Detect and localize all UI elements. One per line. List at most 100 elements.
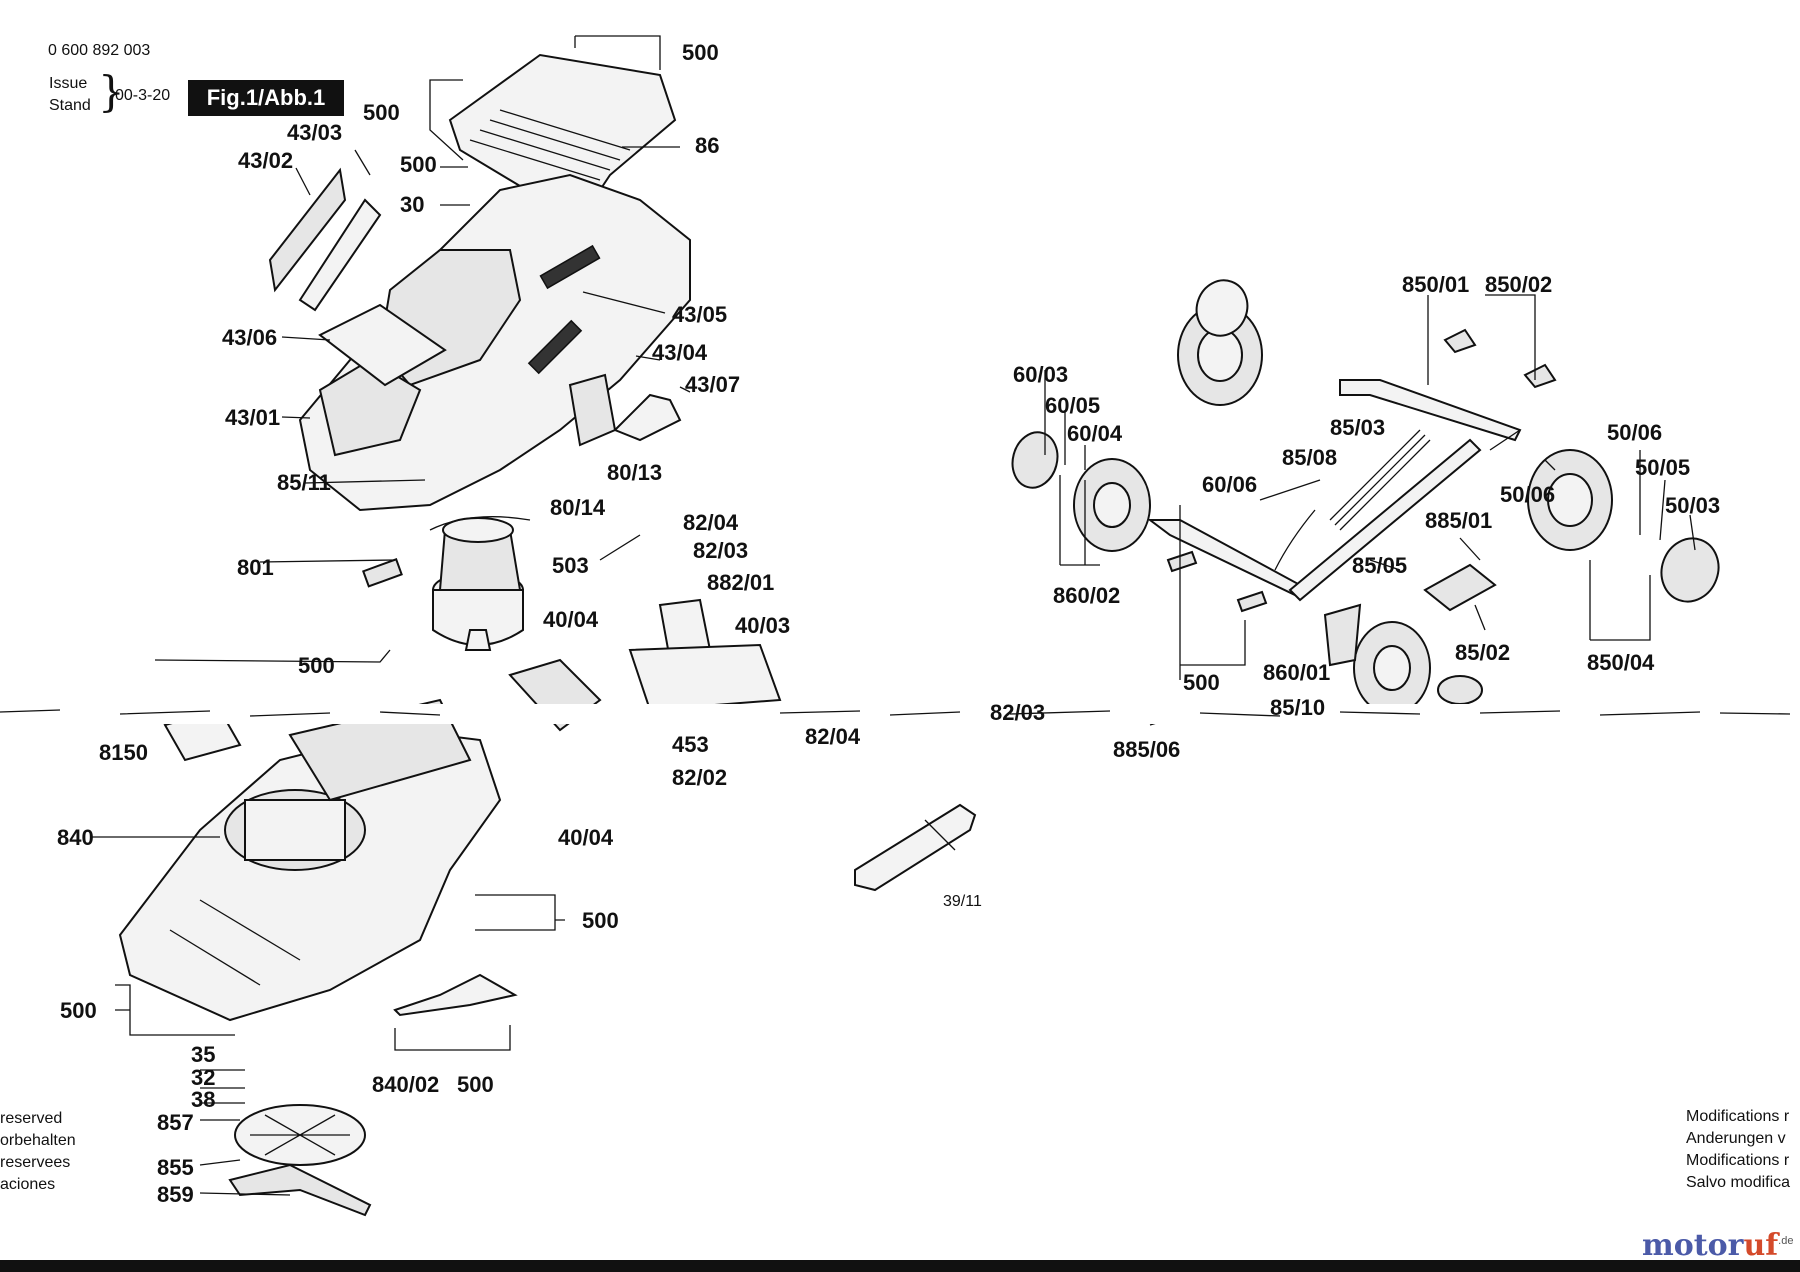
watermark-logo: motoruf.de: [1642, 1228, 1793, 1263]
notice-left-2: orbehalten: [0, 1132, 76, 1149]
callout-500-deck-left: 500: [60, 998, 97, 1023]
callout-801: 801: [237, 555, 274, 580]
issue-label: Issue: [49, 75, 88, 92]
notice-left-1: reserved: [0, 1110, 63, 1127]
callout-40-04-lower: 40/04: [558, 825, 614, 850]
callout-86: 86: [695, 133, 719, 158]
top-cover-86: [448, 53, 677, 212]
callout-855: 855: [157, 1155, 194, 1180]
callout-500-deflector: 500: [457, 1072, 494, 1097]
wheel-rear-left: [1073, 458, 1151, 552]
callout-82-02: 82/02: [672, 765, 727, 790]
callout-43-04: 43/04: [652, 340, 708, 365]
axle-850: [1339, 379, 1522, 442]
spring-85-03: [1329, 429, 1431, 531]
motor-801: [362, 516, 531, 651]
callout-500-wheels: 500: [1183, 670, 1220, 695]
watermark-part2: uf: [1743, 1228, 1779, 1263]
callout-30: 30: [400, 192, 424, 217]
callout-840: 840: [57, 825, 94, 850]
watermark-part1: motor: [1642, 1228, 1744, 1263]
hubcap-left-top: [1195, 279, 1249, 337]
scan-glitch-band: [0, 704, 1800, 724]
fan-857: [234, 1104, 366, 1166]
callout-85-03: 85/03: [1330, 415, 1385, 440]
callout-43-01: 43/01: [225, 405, 280, 430]
bracket-40-03: [628, 643, 782, 712]
callout-38: 38: [191, 1087, 215, 1112]
wire-85-08: [1274, 509, 1316, 571]
callout-850-02: 850/02: [1485, 272, 1552, 297]
callout-860-01: 860/01: [1263, 660, 1330, 685]
notice-right-2: Anderungen v: [1686, 1130, 1786, 1147]
callout-43-06: 43/06: [222, 325, 277, 350]
callout-840-02: 840/02: [372, 1072, 439, 1097]
callout-82-04: 82/04: [683, 510, 739, 535]
clip-850-01: [1443, 328, 1477, 354]
callout-80-13: 80/13: [607, 460, 662, 485]
callout-40-03: 40/03: [735, 613, 790, 638]
notice-left-4: aciones: [0, 1176, 56, 1193]
notice-left-3: reservees: [0, 1154, 71, 1171]
callout-859: 859: [157, 1182, 194, 1207]
stand-label: Stand: [49, 97, 91, 114]
callout-43-05: 43/05: [672, 302, 727, 327]
issue-date: 00-3-20: [115, 87, 171, 104]
callout-82-03: 82/03: [693, 538, 748, 563]
deflector-840-02: [393, 973, 518, 1017]
callout-860-02: 860/02: [1053, 583, 1120, 608]
callout-500-motor: 500: [298, 653, 335, 678]
callout-8150: 8150: [99, 740, 148, 765]
callout-85-08: 85/08: [1282, 445, 1337, 470]
callout-82-04-lower: 82/04: [805, 724, 861, 749]
bottom-bar: [0, 1260, 1800, 1272]
clip-60-06a: [1166, 550, 1198, 573]
callout-850-04: 850/04: [1587, 650, 1655, 675]
hubcap-60-03: [1011, 431, 1059, 489]
plate-43-06: [318, 303, 447, 387]
callout-60-03: 60/03: [1013, 362, 1068, 387]
callout-882-01: 882/01: [707, 570, 774, 595]
callout-850-01: 850/01: [1402, 272, 1469, 297]
callout-50-06-top: 50/06: [1607, 420, 1662, 445]
blade-855: [228, 1163, 372, 1217]
hubcap-50-03: [1660, 537, 1720, 603]
callout-500-top: 500: [682, 40, 719, 65]
callout-60-06: 60/06: [1202, 472, 1257, 497]
callout-32: 32: [191, 1065, 215, 1090]
lever-885: [1288, 438, 1482, 602]
callout-39-11: 39/11: [943, 893, 982, 910]
callout-35: 35: [191, 1042, 215, 1067]
bracket-85-10: [1323, 603, 1362, 667]
part-number: 0 600 892 003: [48, 42, 151, 59]
hubcap-rear-right: [1437, 675, 1483, 705]
grille-43-02-43-03: [268, 167, 382, 312]
callout-885-01: 885/01: [1425, 508, 1492, 533]
notice-right-4: Salvo modifica: [1686, 1174, 1791, 1191]
callout-857: 857: [157, 1110, 194, 1135]
callout-labels: 500 500 86 500 30 43/03 43/02 43/05 43/0…: [57, 40, 1720, 1207]
watermark-suffix: .de: [1778, 1235, 1794, 1247]
wheel-front-left: [1177, 304, 1263, 406]
callout-453: 453: [672, 732, 709, 757]
figure-label: Fig.1/Abb.1: [188, 80, 344, 116]
brace-glyph: }: [98, 67, 125, 116]
callout-85-10: 85/10: [1270, 695, 1325, 720]
base-deck-840: [118, 698, 502, 1022]
callout-80-14: 80/14: [550, 495, 606, 520]
bracket-85-02: [1423, 563, 1497, 612]
callout-60-04: 60/04: [1067, 421, 1123, 446]
wheel-rear-right: [1353, 621, 1431, 715]
callout-85-02: 85/02: [1455, 640, 1510, 665]
wheel-front-right: [1527, 449, 1613, 551]
part-43-07: [613, 393, 682, 442]
callout-885-06: 885/06: [1113, 737, 1180, 762]
callout-50-03: 50/03: [1665, 493, 1720, 518]
callout-40-04-top: 40/04: [543, 607, 599, 632]
callout-500-screw: 500: [400, 152, 437, 177]
callout-500-cover: 500: [363, 100, 400, 125]
callout-500-deck-right: 500: [582, 908, 619, 933]
grass-box-43-01: [298, 173, 691, 512]
callout-503: 503: [552, 553, 589, 578]
